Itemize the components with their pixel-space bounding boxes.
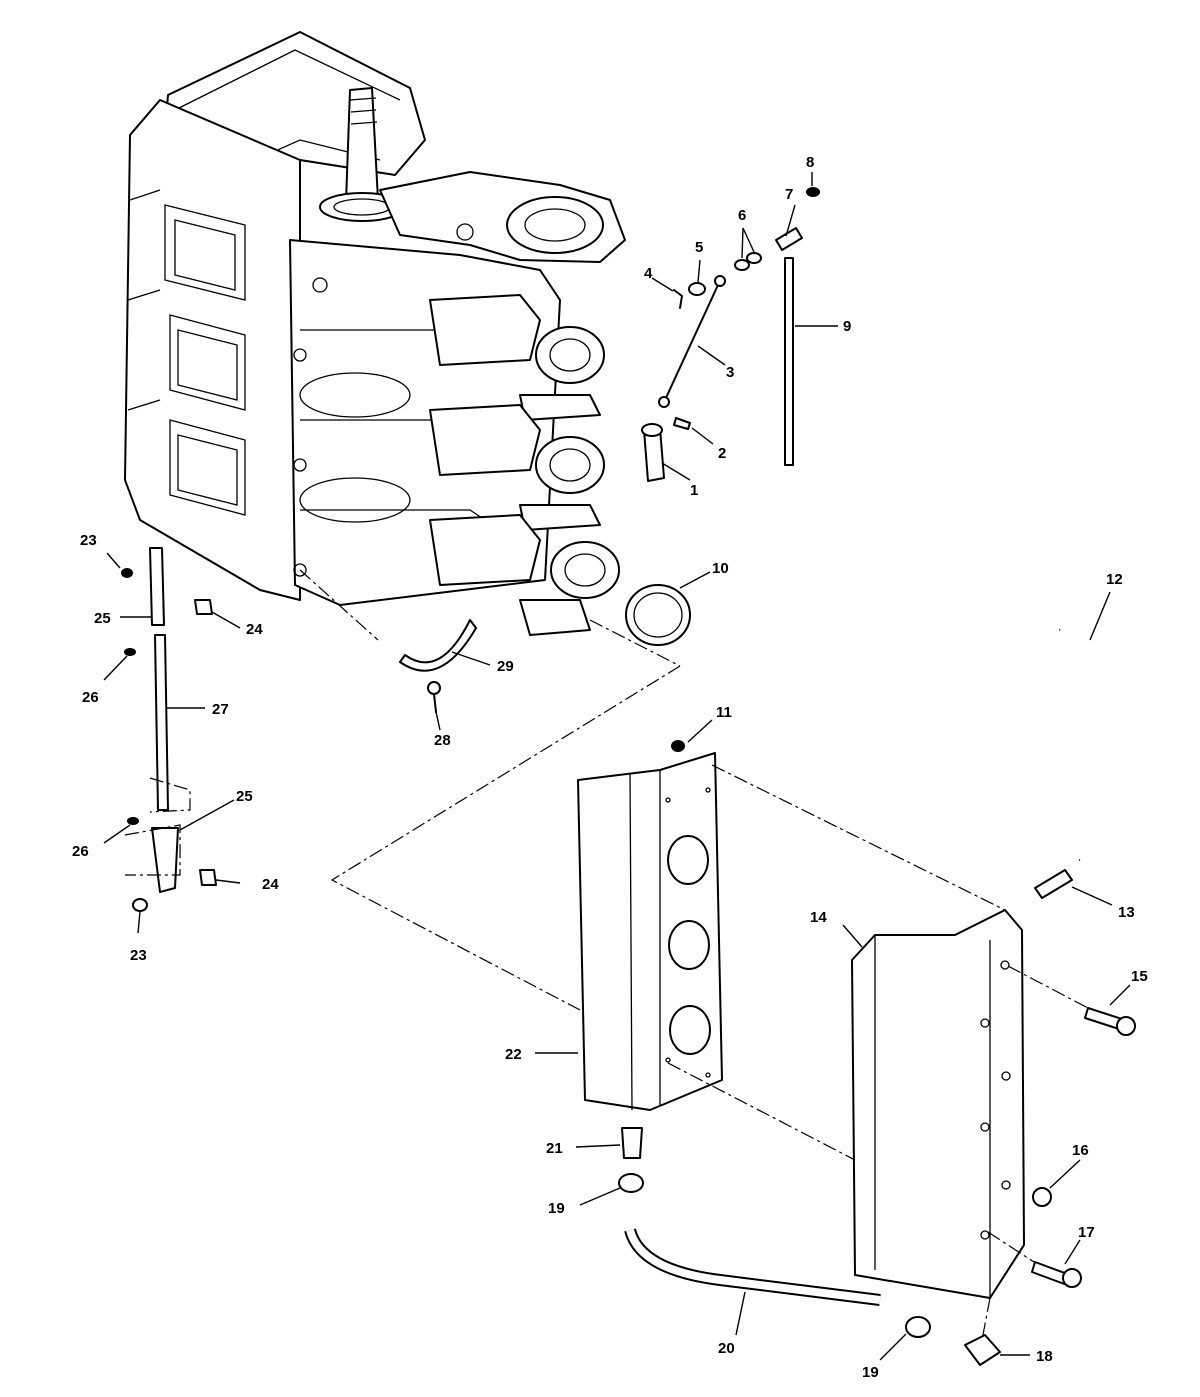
callout-28: 28 [434, 732, 451, 749]
callout-25-bottom: 25 [236, 788, 253, 805]
callout-10: 10 [712, 560, 729, 577]
callout-26-top: 26 [82, 689, 99, 706]
callout-3: 3 [726, 364, 734, 381]
callout-23-top: 23 [80, 532, 97, 549]
callout-5: 5 [695, 239, 703, 256]
throttle-linkage-parts [641, 187, 820, 482]
callout-6: 6 [738, 207, 746, 224]
callout-17: 17 [1078, 1224, 1095, 1241]
callout-1: 1 [690, 482, 698, 499]
callout-23-bottom: 23 [130, 947, 147, 964]
bracket-assembly [121, 547, 217, 912]
callout-8: 8 [806, 154, 814, 171]
callout-18: 18 [1036, 1348, 1053, 1365]
cover-14 [851, 909, 1025, 1299]
callout-21: 21 [546, 1140, 563, 1157]
callout-labels: 1 2 3 4 5 6 7 8 9 10 11 12 13 14 15 16 1… [72, 154, 1148, 1381]
callout-24-bottom: 24 [262, 876, 279, 893]
gasket-10 [625, 584, 691, 646]
callout-16: 16 [1072, 1142, 1089, 1159]
cover-plate-22 [577, 740, 723, 1111]
callout-19-upper: 19 [548, 1200, 565, 1217]
callout-29: 29 [497, 658, 514, 675]
hoses-and-fittings [618, 626, 1136, 1366]
callout-13: 13 [1118, 904, 1135, 921]
leader-lines [103, 172, 1131, 1361]
callout-12: 12 [1106, 571, 1123, 588]
callout-20: 20 [718, 1340, 735, 1357]
callout-24-top: 24 [246, 621, 263, 638]
callout-15: 15 [1131, 968, 1148, 985]
callout-7: 7 [785, 186, 793, 203]
engine-block [124, 31, 626, 636]
callout-11: 11 [716, 704, 732, 721]
callout-2: 2 [718, 445, 726, 462]
callout-26-bottom: 26 [72, 843, 89, 860]
callout-25-top: 25 [94, 610, 111, 627]
phantom-lines [124, 569, 1089, 1341]
clamp-29 [399, 619, 477, 713]
callout-4: 4 [644, 265, 653, 282]
callout-22: 22 [505, 1046, 522, 1063]
callout-27: 27 [212, 701, 229, 718]
callout-9: 9 [843, 318, 851, 335]
callout-19-lower: 19 [862, 1364, 879, 1381]
callout-14: 14 [810, 909, 827, 926]
